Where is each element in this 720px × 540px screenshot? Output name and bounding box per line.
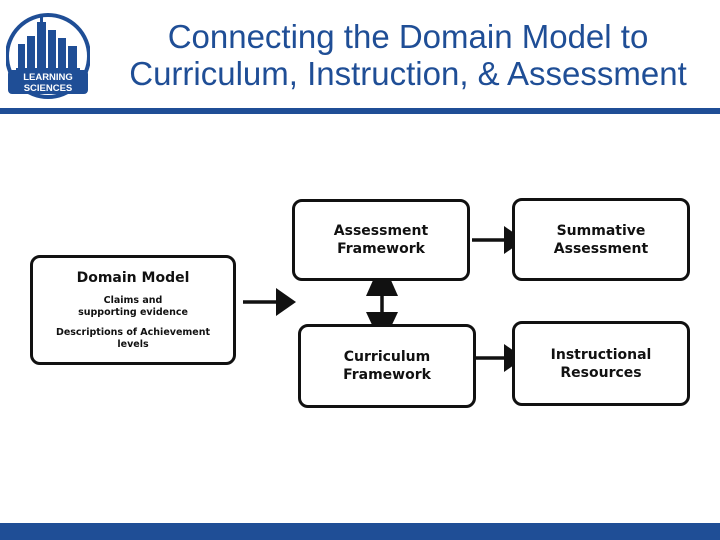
slide-title: Connecting the Domain Model to Curriculu… — [96, 18, 720, 92]
domain-model-claims-line1: Claims and — [103, 295, 163, 306]
curriculum-framework-line1: Curriculum — [343, 349, 431, 365]
instructional-resources-line2: Resources — [560, 364, 642, 381]
summative-assessment-line2: Assessment — [553, 240, 649, 257]
learning-sciences-logo: LEARNING SCIENCES — [5, 10, 91, 102]
assessment-framework-box: Assessment Framework — [292, 199, 470, 281]
slide-title-line2: Curriculum, Instruction, & Assessment — [129, 55, 687, 92]
domain-model-achievement-line2: levels — [117, 339, 149, 350]
domain-model-claims-line2: supporting evidence — [78, 307, 188, 318]
arrow-domain-to-frameworks — [243, 288, 296, 316]
summative-assessment-box: Summative Assessment — [512, 198, 690, 281]
summative-assessment-line1: Summative — [556, 222, 646, 239]
instructional-resources-box: Instructional Resources — [512, 321, 690, 406]
assessment-framework-line2: Framework — [337, 241, 425, 257]
domain-model-achievement-line1: Descriptions of Achievement — [55, 327, 211, 338]
logo-text-line2: SCIENCES — [24, 83, 73, 94]
curriculum-framework-box: Curriculum Framework — [298, 324, 476, 408]
header-rule — [0, 108, 720, 114]
logo-emblem: LEARNING SCIENCES — [5, 13, 91, 99]
footer-bar — [0, 523, 720, 540]
assessment-framework-line1: Assessment — [333, 223, 429, 239]
domain-model-box: Domain Model Claims and supporting evide… — [30, 255, 236, 365]
logo-text-line1: LEARNING — [23, 72, 73, 83]
slide-title-line1: Connecting the Domain Model to — [167, 18, 649, 55]
curriculum-framework-line2: Framework — [343, 367, 431, 383]
instructional-resources-line1: Instructional — [550, 346, 652, 363]
domain-model-title: Domain Model — [76, 270, 190, 286]
